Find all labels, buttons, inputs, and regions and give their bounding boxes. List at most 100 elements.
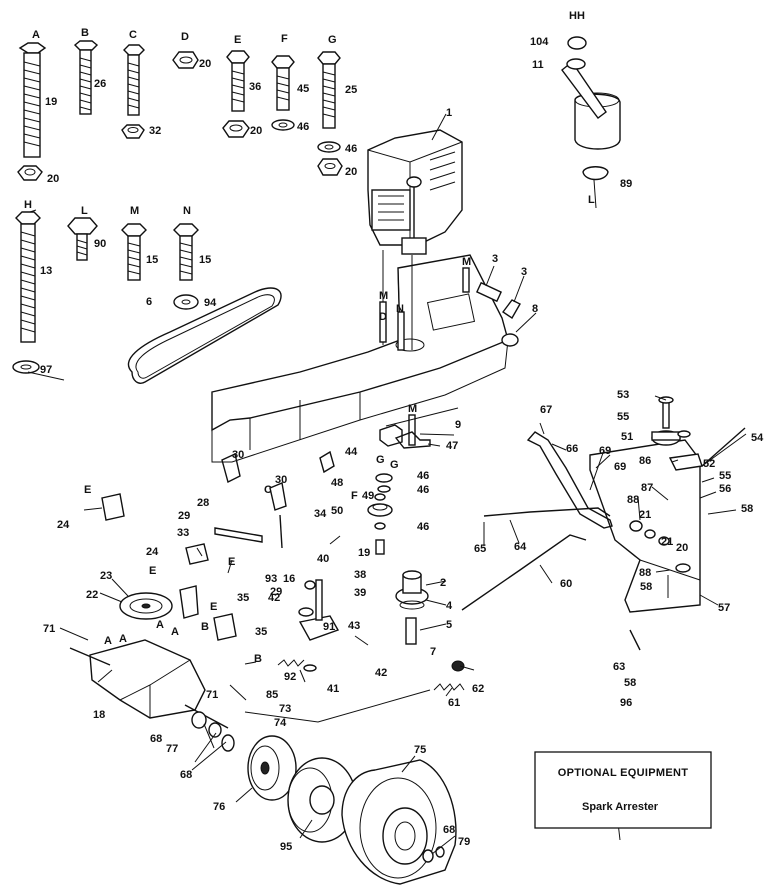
label-62: 62 <box>472 683 484 695</box>
label-63: 63 <box>613 661 625 673</box>
label-58c: 58 <box>624 677 636 689</box>
label-69b: 69 <box>614 461 626 473</box>
label-30a: 30 <box>232 449 244 461</box>
washer-g <box>317 141 341 153</box>
label-20a: 20 <box>47 173 59 185</box>
label-m: M <box>130 205 139 217</box>
label-45: 45 <box>297 83 309 95</box>
label-l: L <box>81 205 88 217</box>
label-e-bracket2: E <box>228 556 235 568</box>
label-88a: 88 <box>627 494 639 506</box>
label-57: 57 <box>718 602 730 614</box>
nut-g <box>317 158 343 176</box>
transaxle-18 <box>69 639 229 729</box>
label-20g: 20 <box>345 166 357 178</box>
bracket-33 <box>214 527 263 543</box>
bracket-47 <box>394 431 431 449</box>
label-c: C <box>129 29 137 41</box>
washers-88-21 <box>629 520 691 573</box>
label-n: N <box>183 205 191 217</box>
label-92: 92 <box>284 671 296 683</box>
optional-equipment-box <box>534 751 712 829</box>
optional-equipment-title: OPTIONAL EQUIPMENT <box>558 767 688 779</box>
bolt-g <box>317 51 341 129</box>
label-e-pulley: E <box>149 565 156 577</box>
label-38: 38 <box>354 569 366 581</box>
label-d-mount: D <box>379 311 387 323</box>
spark-arrester-label: Spark Arrester <box>582 801 659 813</box>
label-36: 36 <box>249 81 261 93</box>
label-29b: 29 <box>270 586 282 598</box>
pulley-2 <box>395 570 429 610</box>
label-23: 23 <box>100 570 112 582</box>
control-rod-54 <box>701 427 746 467</box>
label-20e: 20 <box>250 125 262 137</box>
label-a-ax2: A <box>119 633 127 645</box>
label-64: 64 <box>514 541 527 553</box>
label-77: 77 <box>166 743 178 755</box>
nut-62 <box>451 660 465 672</box>
label-28: 28 <box>197 497 209 509</box>
label-55a: 55 <box>617 411 629 423</box>
label-46a: 46 <box>417 470 429 482</box>
label-51: 51 <box>621 431 633 443</box>
label-42a: 42 <box>268 592 280 604</box>
label-3a: 3 <box>492 253 498 265</box>
drive-belt <box>127 287 282 384</box>
label-42b: 42 <box>375 667 387 679</box>
spark-arrester-muffler <box>561 36 621 209</box>
label-104: 104 <box>530 36 549 48</box>
label-41: 41 <box>327 683 339 695</box>
callout-labels: A B C D E F G H L M N HH M N D M M G G F… <box>24 10 764 853</box>
label-g: G <box>328 34 337 46</box>
label-67: 67 <box>540 404 552 416</box>
label-35b: 35 <box>255 626 267 638</box>
washer-f <box>271 119 295 131</box>
label-hh: HH <box>569 10 585 22</box>
label-18: 18 <box>93 709 105 721</box>
label-13: 13 <box>40 265 52 277</box>
rod-34 <box>279 514 283 549</box>
label-39: 39 <box>354 587 366 599</box>
label-g-stack2: G <box>390 459 399 471</box>
bracket-24b <box>185 543 209 565</box>
label-71a: 71 <box>43 623 55 635</box>
label-26: 26 <box>94 78 106 90</box>
label-95: 95 <box>280 841 292 853</box>
label-b-bracket: B <box>201 621 209 633</box>
label-58b: 58 <box>640 581 652 593</box>
linkage-leader <box>244 689 431 723</box>
label-1: 1 <box>446 107 452 119</box>
label-21a: 21 <box>639 509 651 521</box>
label-a-ax1: A <box>104 635 112 647</box>
bracket-24a <box>101 493 125 521</box>
screw-l <box>67 217 98 261</box>
label-m-mount3: M <box>408 403 417 415</box>
label-8: 8 <box>532 303 538 315</box>
label-90: 90 <box>94 238 106 250</box>
nut-e <box>222 120 250 138</box>
bolt-53 <box>658 396 674 429</box>
label-88b: 88 <box>639 567 651 579</box>
rim-76 <box>247 735 297 801</box>
bolt-c <box>123 44 145 116</box>
pulley-22 <box>119 592 173 620</box>
label-19a: 19 <box>45 96 57 108</box>
label-l-arrester: L <box>588 194 595 206</box>
label-93: 93 <box>265 573 277 585</box>
bolt-m <box>121 223 147 281</box>
label-19b: 19 <box>358 547 370 559</box>
label-43: 43 <box>348 620 360 632</box>
label-58a: 58 <box>741 503 753 515</box>
label-7: 7 <box>430 646 436 658</box>
label-3b: 3 <box>521 266 527 278</box>
brackets-c-30 <box>221 453 287 511</box>
knob-51 <box>651 430 681 446</box>
washer-55 <box>677 430 691 438</box>
label-34: 34 <box>314 508 327 520</box>
washer-46c <box>374 522 386 530</box>
washer-h <box>12 360 40 374</box>
nut-d <box>172 51 199 69</box>
